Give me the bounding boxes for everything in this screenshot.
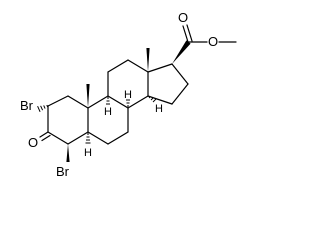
ring-d <box>147 63 189 105</box>
c18-methyl-wedge <box>146 48 150 72</box>
hydrogen-label-c9: H <box>104 106 112 118</box>
methyl-ester-group <box>182 24 237 43</box>
c3-carbonyl <box>39 131 51 142</box>
bromine-label-c2: Br <box>20 98 34 113</box>
c17-ester-wedge <box>172 40 191 64</box>
oxygen-label-ester-ether: O <box>208 34 218 49</box>
h8-hash-bond <box>126 99 130 107</box>
ring-a <box>47 95 89 145</box>
h5-hash-bond <box>85 133 91 144</box>
c4-bromo-wedge <box>66 144 70 162</box>
hydrogen-label-c14: H <box>155 103 163 115</box>
steroid-structure-diagram: Br O Br O O H H H H <box>20 10 237 179</box>
ring-c <box>107 59 149 109</box>
ring-b <box>87 95 129 145</box>
oxygen-label-ketone: O <box>28 135 38 150</box>
h9-hash-bond <box>106 97 110 105</box>
c2-bromo-hash-bond <box>37 104 49 113</box>
c19-methyl-wedge <box>86 84 90 108</box>
h14-hash-bond <box>148 96 157 103</box>
hydrogen-label-c5: H <box>84 147 92 159</box>
bromine-label-c4: Br <box>56 164 70 179</box>
oxygen-label-ester-carbonyl: O <box>178 10 188 25</box>
hydrogen-label-c8: H <box>124 89 132 101</box>
